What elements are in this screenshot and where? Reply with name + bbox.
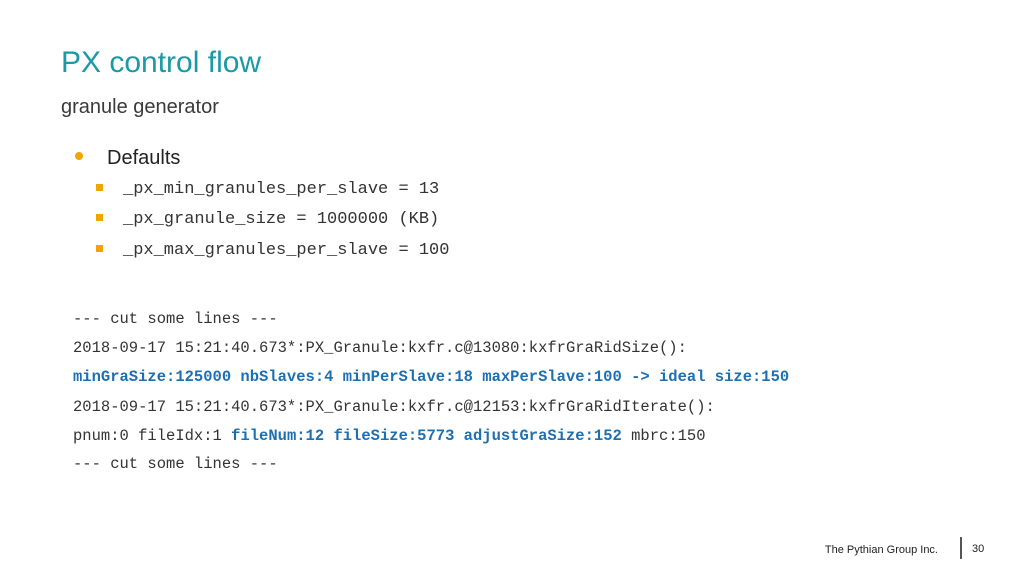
bullet-square-icon xyxy=(96,184,103,191)
code-highlight-text: fileNum:12 fileSize:5773 adjustGraSize:1… xyxy=(231,427,622,445)
code-line-pnum: pnum:0 fileIdx:1 fileNum:12 fileSize:577… xyxy=(73,427,706,445)
sub-bullet-max-granules: _px_max_granules_per_slave = 100 xyxy=(96,241,449,260)
bullet-defaults-label: Defaults xyxy=(107,147,181,169)
sub-bullet-label: _px_granule_size = 1000000 (KB) xyxy=(123,210,440,229)
sub-bullet-granule-size: _px_granule_size = 1000000 (KB) xyxy=(96,210,439,229)
slide-subtitle: granule generator xyxy=(61,96,219,118)
bullet-dot-icon xyxy=(75,151,83,160)
page-number: 30 xyxy=(972,543,985,555)
code-line-cut-end: --- cut some lines --- xyxy=(73,455,278,473)
bullet-square-icon xyxy=(96,214,103,221)
bullet-defaults: Defaults xyxy=(75,147,180,170)
sub-bullet-min-granules: _px_min_granules_per_slave = 13 xyxy=(96,180,439,199)
code-line-cut-start: --- cut some lines --- xyxy=(73,310,278,328)
code-line-rid-iterate: 2018-09-17 15:21:40.673*:PX_Granule:kxfr… xyxy=(73,398,715,416)
code-plain-text: pnum:0 fileIdx:1 xyxy=(73,427,232,445)
sub-bullet-label: _px_min_granules_per_slave = 13 xyxy=(123,180,440,199)
footer-company: The Pythian Group Inc. xyxy=(824,544,938,556)
code-line-rid-size: 2018-09-17 15:21:40.673*:PX_Granule:kxfr… xyxy=(73,339,687,357)
bullet-square-icon xyxy=(96,245,103,252)
slide-title: PX control flow xyxy=(61,46,262,79)
sub-bullet-label: _px_max_granules_per_slave = 100 xyxy=(123,241,450,260)
footer-divider xyxy=(960,537,962,559)
code-plain-text: mbrc:150 xyxy=(621,427,706,445)
code-line-min-gra-size: minGraSize:125000 nbSlaves:4 minPerSlave… xyxy=(73,368,790,386)
